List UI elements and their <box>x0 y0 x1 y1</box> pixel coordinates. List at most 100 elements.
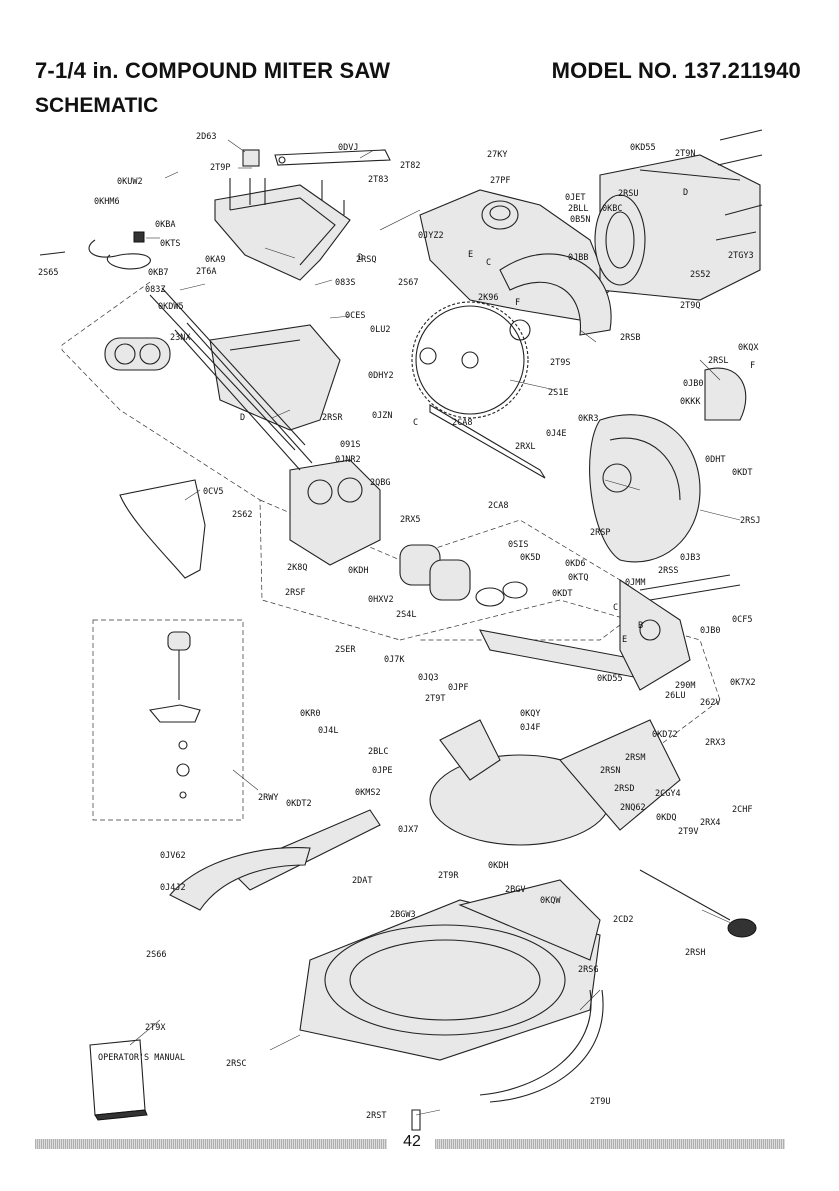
part-label-0jb3: 0JB3 <box>680 553 700 563</box>
part-label-2s4l: 2S4L <box>396 610 416 620</box>
lower-blade-guard <box>589 367 747 563</box>
saw-blade <box>411 301 531 419</box>
pivot-bushings <box>399 544 528 607</box>
part-label-2qbg: 2QBG <box>370 478 390 488</box>
part-label-0lu2: 0LU2 <box>370 325 390 335</box>
ref-letter: E <box>622 635 627 645</box>
part-label-2rwy: 2RWY <box>258 793 278 803</box>
part-label-0kqy: 0KQY <box>520 709 540 719</box>
part-label-2t82: 2T82 <box>400 161 420 171</box>
miter-arm-rail <box>479 574 741 691</box>
part-label-0kkk: 0KKK <box>680 397 701 407</box>
part-label-091s: 091S <box>340 440 360 450</box>
part-label-2rx3: 2RX3 <box>705 738 725 748</box>
ref-letter: C <box>613 603 618 613</box>
part-label-0jb0-b: 0JB0 <box>700 626 720 636</box>
operators-manual-book: OPERATOR'S MANUAL <box>89 1039 185 1121</box>
part-label-0jpe: 0JPE <box>372 766 392 776</box>
part-label-0kdq: 0KDQ <box>656 813 676 823</box>
part-label-262v: 262V <box>700 698 720 708</box>
part-label-0kdt-a: 0KDT <box>732 468 752 478</box>
part-label-0ces: 0CES <box>345 311 365 321</box>
part-label-0jbb: 0JBB <box>568 253 588 263</box>
part-label-2nq6: 2NQ62 <box>620 803 646 813</box>
ref-letter: D <box>683 188 688 198</box>
part-label-0cf5: 0CF5 <box>732 615 752 625</box>
part-label-2rx5: 2RX5 <box>400 515 420 525</box>
part-label-27pf: 27PF <box>490 176 510 186</box>
part-label-0j4l: 0J4L <box>318 726 338 736</box>
part-label-0dvj: 0DVJ <box>338 143 358 153</box>
part-label-0j4j: 0J4J2 <box>160 883 186 893</box>
part-label-2t9s: 2T9S <box>550 358 570 368</box>
document-title: 7-1/4 in. COMPOUND MITER SAW <box>35 58 391 83</box>
guard-link-arm <box>429 404 546 479</box>
power-cord <box>39 231 151 270</box>
part-label-2blc: 2BLC <box>368 747 388 757</box>
ref-letter: C <box>413 418 418 428</box>
part-label-2t9r: 2T9R <box>438 871 459 881</box>
part-label-0kdw: 0KDW5 <box>158 302 184 312</box>
part-label-2rsj: 2RSJ <box>740 516 760 526</box>
part-label-0ka9: 0KA9 <box>205 255 225 265</box>
bottom-pin <box>411 1109 421 1131</box>
part-label-2rst: 2RST <box>366 1111 386 1121</box>
part-label-0ktq: 0KTQ <box>568 573 588 583</box>
part-label-083z: 083Z <box>145 285 165 295</box>
part-label-0kbc: 0KBC <box>602 204 622 214</box>
part-label-2rsb: 2RSB <box>620 333 640 343</box>
part-label-2rsu: 2RSU <box>618 189 638 199</box>
manual-cover-text: OPERATOR'S MANUAL <box>98 1053 185 1063</box>
part-label-0kd6: 0KD6 <box>565 559 585 569</box>
part-label-2rss: 2RSS <box>658 566 678 576</box>
part-label-0jet: 0JET <box>565 193 585 203</box>
part-label-0kd5-b: 0KD55 <box>597 674 623 684</box>
part-label-2rx4: 2RX4 <box>700 818 720 828</box>
reference-letters: D D D E E C C C F F B <box>240 188 755 645</box>
part-label-2bgw: 2BGW3 <box>390 910 416 920</box>
part-label-2t83: 2T83 <box>368 175 388 185</box>
part-label-2chf: 2CHF <box>732 805 752 815</box>
ref-letter: B <box>638 621 643 631</box>
ref-letter: D <box>358 253 363 263</box>
part-label-2t9n: 2T9N <box>675 149 695 159</box>
part-label-2s1e: 2S1E <box>548 388 568 398</box>
part-label-2cd2: 2CD2 <box>613 915 633 925</box>
part-label-2s66: 2S66 <box>146 950 166 960</box>
part-label-2k8q: 2K8Q <box>287 563 307 573</box>
part-label-0cv5: 0CV5 <box>203 487 223 497</box>
footer-band-right <box>435 1139 785 1149</box>
part-label-0j7k: 0J7K <box>384 655 405 665</box>
ref-letter: E <box>468 250 473 260</box>
slide-tubes <box>104 287 313 471</box>
part-label-2d63: 2D63 <box>196 132 216 142</box>
part-label-2rsm: 2RSM <box>625 753 645 763</box>
part-label-2t6a: 2T6A <box>196 267 216 277</box>
part-label-0kr3: 0KR3 <box>578 414 598 424</box>
part-label-0j4e: 0J4E <box>546 429 566 439</box>
part-label-2k96: 2K96 <box>478 293 498 303</box>
part-label-2t9v: 2T9V <box>678 827 698 837</box>
part-label-2rsp: 2RSP <box>590 528 610 538</box>
part-label-2rsd: 2RSD <box>614 784 634 794</box>
part-label-0jyz: 0JYZ2 <box>418 231 444 241</box>
part-label-2cgy: 2CGY4 <box>655 789 681 799</box>
part-label-0jmm: 0JMM <box>625 578 645 588</box>
fence-base <box>169 847 311 911</box>
ref-letter: D <box>240 413 245 423</box>
part-label-2bll: 2BLL <box>568 204 588 214</box>
inset-box <box>92 619 244 821</box>
ref-letter: C <box>486 258 491 268</box>
miter-table <box>429 719 681 846</box>
part-label-0kb7: 0KB7 <box>148 268 168 278</box>
part-label-0kqw: 0KQW <box>540 896 561 906</box>
part-label-0dht: 0DHT <box>705 455 725 465</box>
miter-lock-handle <box>639 869 757 938</box>
part-label-0kd7: 0KD72 <box>652 730 678 740</box>
part-label-0jzn: 0JZN <box>372 411 392 421</box>
part-label-0dhy: 0DHY2 <box>368 371 394 381</box>
part-label-0j4f: 0J4F <box>520 723 540 733</box>
part-label-2bgv: 2BGV <box>505 885 525 895</box>
part-label-0jv6: 0JV62 <box>160 851 186 861</box>
